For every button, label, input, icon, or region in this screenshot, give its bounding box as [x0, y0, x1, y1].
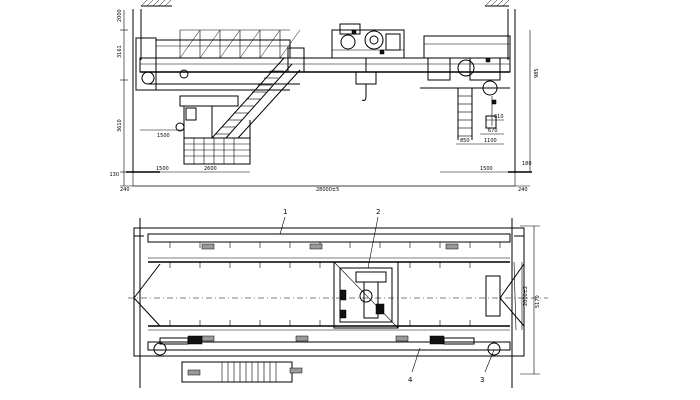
dim-lower-right-b: 1100: [484, 138, 497, 144]
crane-rails: [120, 171, 532, 187]
left-end-carriage: [135, 29, 305, 91]
dim-lower-right-a: 850: [460, 138, 470, 144]
travel-drive-right: [429, 335, 501, 356]
dim-left-horizontal: 1500: [157, 133, 170, 139]
dim-right-clearance: 240: [518, 187, 528, 193]
dim-rail-right-level: 180: [522, 161, 532, 167]
operator-cab: [175, 95, 251, 165]
left-building-column: [132, 0, 172, 186]
dim-track-gauge: 2000±2: [523, 286, 529, 306]
plan-view: 1 2 3 4 2000±2 5170: [128, 208, 548, 388]
cab-platform-plan: [181, 361, 303, 383]
callout-2: 2: [376, 208, 380, 216]
right-end-carriage: [420, 35, 511, 126]
right-building-column: [484, 0, 516, 186]
dim-upper-right-a: 610: [494, 114, 504, 120]
girder-stiffeners: [169, 242, 501, 326]
end-carriage-bracing: [133, 263, 525, 327]
dim-upper-left-vertical: 3161: [117, 45, 123, 58]
dim-mid-left-vertical: 3610: [117, 119, 123, 132]
dim-stair-offset: 1500: [156, 166, 169, 172]
dim-right-vertical: 985: [534, 68, 540, 78]
dim-overall-width: 5170: [535, 295, 541, 308]
callout-leaders: [279, 216, 495, 373]
runway-rails: [128, 218, 548, 388]
bridge-frame: [133, 227, 525, 357]
elevation-dimensions: [120, 10, 531, 187]
crab-trolley: [331, 23, 405, 59]
dim-upper-right-b: 670: [488, 128, 498, 134]
dim-span: 28000±5: [316, 187, 339, 193]
callout-3: 3: [480, 376, 484, 384]
access-staircase: [211, 57, 301, 164]
elevation-view: 2000 3161 3610 985 1500 1500 2600 1500 6…: [109, 0, 540, 193]
dim-rail-left-level: 130: [109, 172, 119, 178]
dim-top-left-vertical: 2000: [117, 9, 123, 22]
dim-stair-run: 2600: [204, 166, 217, 172]
right-ladder: [457, 88, 497, 140]
plan-dimensions: [513, 225, 540, 375]
trolley-plan: [333, 261, 399, 329]
dim-rail-right: 1500: [480, 166, 493, 172]
callout-1: 1: [283, 208, 287, 216]
dim-left-clearance: 240: [120, 187, 130, 193]
travel-drive-left: [153, 335, 203, 356]
hook-block: [355, 58, 377, 101]
main-girder: [139, 57, 511, 73]
girder-plates: [201, 243, 459, 342]
elevation-dimension-labels: 2000 3161 3610 985 1500 1500 2600 1500 6…: [109, 9, 540, 193]
callout-4: 4: [408, 376, 413, 384]
